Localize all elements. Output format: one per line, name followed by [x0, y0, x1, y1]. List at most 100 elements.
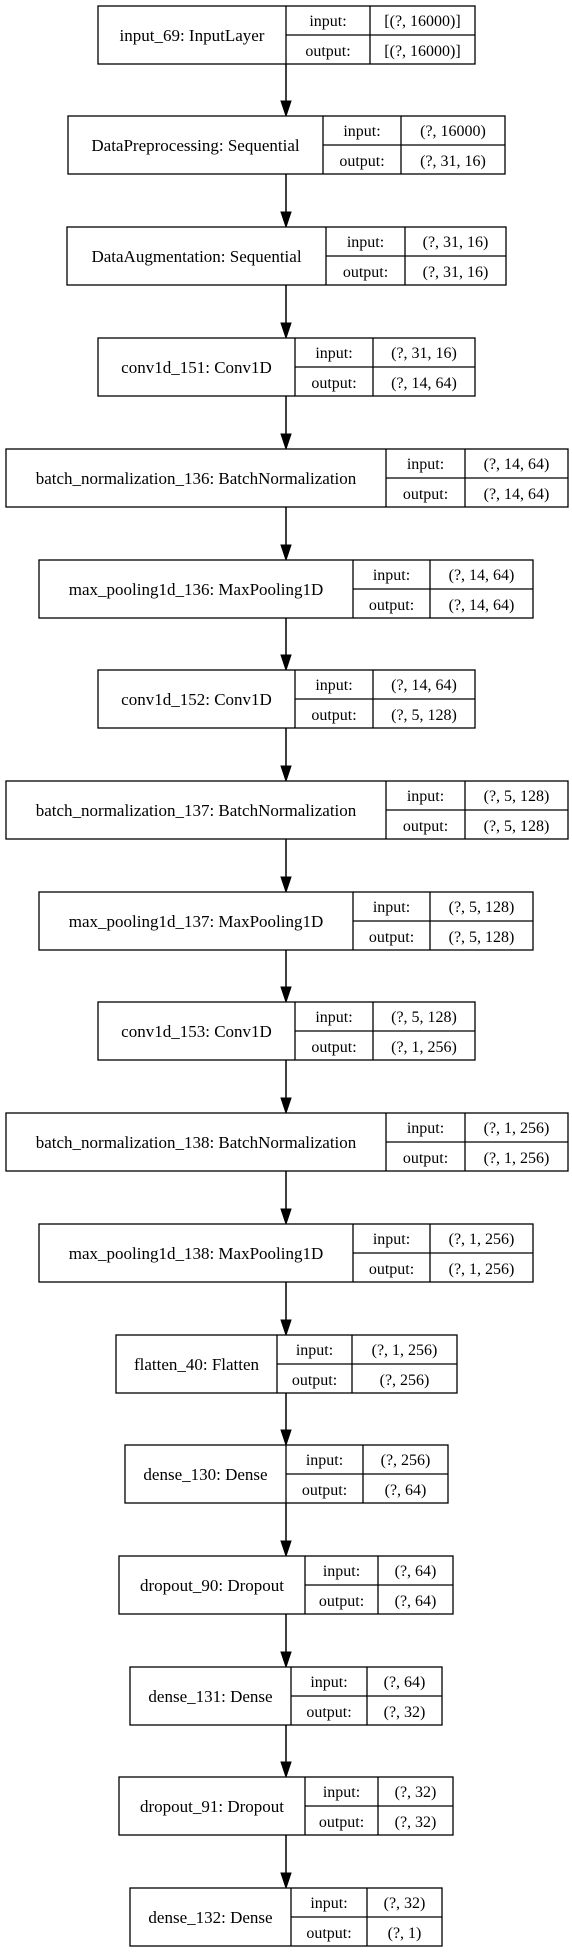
output-label: output:	[403, 1150, 448, 1167]
layer-node-flatten-40: flatten_40: Flatten input: output: (?, 1, 2…	[115, 1334, 458, 1394]
layer-name: dropout_91: Dropout	[140, 1797, 284, 1816]
layer-node-batch-normalization-136: batch_normalization_136: BatchNormalizat…	[5, 448, 569, 508]
output-shape: (?, 1, 256)	[484, 1150, 550, 1167]
input-shape: (?, 5, 128)	[484, 788, 550, 805]
layer-name: max_pooling1d_138: MaxPooling1D	[69, 1244, 324, 1263]
layer-node-dropout-91: dropout_91: Dropout input: output: (?, 32) (…	[118, 1776, 454, 1836]
input-shape: (?, 1, 256)	[372, 1342, 438, 1359]
input-shape: (?, 1, 256)	[484, 1120, 550, 1137]
output-label: output:	[292, 1372, 337, 1389]
arrow-down-icon	[280, 1651, 292, 1669]
input-label: input:	[296, 1342, 333, 1359]
output-shape: (?, 14, 64)	[484, 486, 550, 503]
output-label: output:	[369, 929, 414, 946]
output-label: output:	[403, 486, 448, 503]
input-label: input:	[309, 13, 346, 30]
input-label: input:	[315, 677, 352, 694]
input-shape: [(?, 16000)]	[384, 13, 460, 30]
input-label: input:	[323, 1563, 360, 1580]
arrow-down-icon	[280, 1208, 292, 1226]
input-shape: (?, 5, 128)	[449, 899, 515, 916]
arrow-down-icon	[280, 654, 292, 672]
input-label: input:	[323, 1784, 360, 1801]
output-label: output:	[311, 1039, 356, 1056]
layer-name: max_pooling1d_136: MaxPooling1D	[69, 580, 324, 599]
output-shape: (?, 5, 128)	[391, 707, 457, 724]
layer-name: batch_normalization_136: BatchNormalizat…	[36, 469, 357, 488]
layer-name: max_pooling1d_137: MaxPooling1D	[69, 912, 324, 931]
arrow-down-icon	[280, 986, 292, 1004]
input-label: input:	[373, 567, 410, 584]
layer-name: dense_130: Dense	[143, 1465, 267, 1484]
output-shape: (?, 64)	[385, 1482, 427, 1499]
arrow-down-icon	[280, 211, 292, 229]
input-shape: (?, 64)	[395, 1563, 437, 1580]
output-label: output:	[306, 1925, 351, 1942]
arrow-down-icon	[280, 1429, 292, 1447]
output-label: output:	[339, 153, 384, 170]
arrow-down-icon	[280, 876, 292, 894]
input-shape: (?, 16000)	[420, 123, 486, 140]
output-label: output:	[305, 43, 350, 60]
output-label: output:	[369, 597, 414, 614]
arrow-down-icon	[280, 544, 292, 562]
output-label: output:	[306, 1704, 351, 1721]
input-label: input:	[373, 899, 410, 916]
input-label: input:	[310, 1674, 347, 1691]
input-shape: (?, 5, 128)	[391, 1009, 457, 1026]
arrow-down-icon	[280, 1097, 292, 1115]
output-label: output:	[311, 375, 356, 392]
input-shape: (?, 1, 256)	[449, 1231, 515, 1248]
layer-name: dense_132: Dense	[148, 1908, 272, 1927]
output-shape: (?, 256)	[380, 1372, 430, 1389]
output-shape: (?, 32)	[395, 1814, 437, 1831]
arrow-down-icon	[280, 100, 292, 118]
arrow-down-icon	[280, 765, 292, 783]
output-shape: (?, 1, 256)	[449, 1261, 515, 1278]
layer-node-max-pooling1d-136: max_pooling1d_136: MaxPooling1D input: out…	[38, 559, 534, 619]
output-shape: (?, 1, 256)	[391, 1039, 457, 1056]
arrow-down-icon	[280, 322, 292, 340]
output-label: output:	[343, 264, 388, 281]
input-label: input:	[310, 1895, 347, 1912]
input-shape: (?, 32)	[384, 1895, 426, 1912]
input-shape: (?, 14, 64)	[449, 567, 515, 584]
input-label: input:	[407, 456, 444, 473]
layer-name: batch_normalization_137: BatchNormalizat…	[36, 801, 357, 820]
arrow-down-icon	[280, 1761, 292, 1779]
output-label: output:	[369, 1261, 414, 1278]
layer-name: DataPreprocessing: Sequential	[91, 136, 299, 155]
input-label: input:	[407, 788, 444, 805]
arrow-down-icon	[280, 1540, 292, 1558]
input-label: input:	[306, 1452, 343, 1469]
output-shape: (?, 5, 128)	[449, 929, 515, 946]
input-label: input:	[343, 123, 380, 140]
output-label: output:	[311, 707, 356, 724]
output-label: output:	[403, 818, 448, 835]
arrow-down-icon	[280, 1872, 292, 1890]
output-shape: (?, 5, 128)	[484, 818, 550, 835]
layer-name: dropout_90: Dropout	[140, 1576, 284, 1595]
input-shape: (?, 32)	[395, 1784, 437, 1801]
layer-name: flatten_40: Flatten	[134, 1355, 260, 1374]
output-label: output:	[319, 1814, 364, 1831]
layer-node-batch-normalization-137: batch_normalization_137: BatchNormalizat…	[5, 780, 569, 840]
arrow-down-icon	[280, 433, 292, 451]
output-shape: (?, 14, 64)	[391, 375, 457, 392]
edges	[280, 64, 292, 1890]
input-label: input:	[373, 1231, 410, 1248]
layer-name: conv1d_153: Conv1D	[121, 1022, 272, 1041]
input-shape: (?, 31, 16)	[391, 345, 457, 362]
layer-name: conv1d_152: Conv1D	[121, 690, 272, 709]
input-shape: (?, 64)	[384, 1674, 426, 1691]
output-shape: (?, 14, 64)	[449, 597, 515, 614]
input-label: input:	[315, 345, 352, 362]
